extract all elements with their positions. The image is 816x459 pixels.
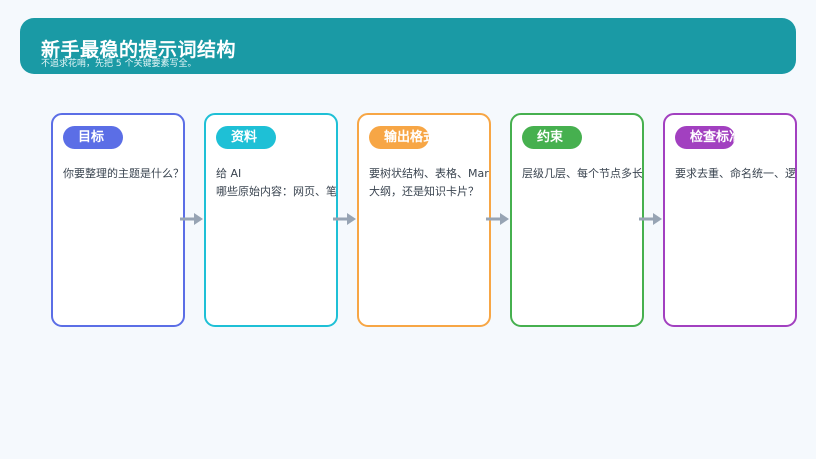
card-constraints-label: 约束 <box>522 126 582 149</box>
card-materials: 资料 给 AI 哪些原始内容：网页、笔记、文章、会议记录 <box>204 113 338 327</box>
card-constraints: 约束 层级几层、每个节点多长、是否保留原文术语 <box>510 113 644 327</box>
arrow-right-icon <box>333 213 356 225</box>
card-goal-text: 你要整理的主题是什么？想解决什么问题？ <box>63 167 184 180</box>
card-materials-text: 给 AI 哪些原始内容：网页、笔记、文章、会议记录 <box>216 167 337 198</box>
page-title: 新手最稳的提示词结构 <box>41 39 237 61</box>
card-check-criteria: 检查标准 要求去重、命名统一、逻辑清晰 <box>663 113 797 327</box>
card-constraints-text: 层级几层、每个节点多长、是否保留原文术语 <box>522 167 643 180</box>
card-output-format-text: 要树状结构、表格、Markdown 大纲，还是知识卡片？ <box>369 167 489 198</box>
card-output-format-label: 输出格式 <box>369 126 429 149</box>
card-goal: 目标 你要整理的主题是什么？想解决什么问题？ <box>51 113 185 327</box>
header-banner: 新手最稳的提示词结构 不追求花哨，先把 5 个关键要素写全。 <box>20 18 796 74</box>
card-check-criteria-text: 要求去重、命名统一、逻辑清晰 <box>675 167 796 180</box>
page-subtitle: 不追求花哨，先把 5 个关键要素写全。 <box>41 59 197 69</box>
arrow-right-icon <box>486 213 509 225</box>
card-materials-label: 资料 <box>216 126 276 149</box>
arrow-right-icon <box>180 213 203 225</box>
card-output-format: 输出格式 要树状结构、表格、Markdown 大纲，还是知识卡片？ <box>357 113 491 327</box>
card-goal-label: 目标 <box>63 126 123 149</box>
card-check-criteria-label: 检查标准 <box>675 126 735 149</box>
arrow-right-icon <box>639 213 662 225</box>
